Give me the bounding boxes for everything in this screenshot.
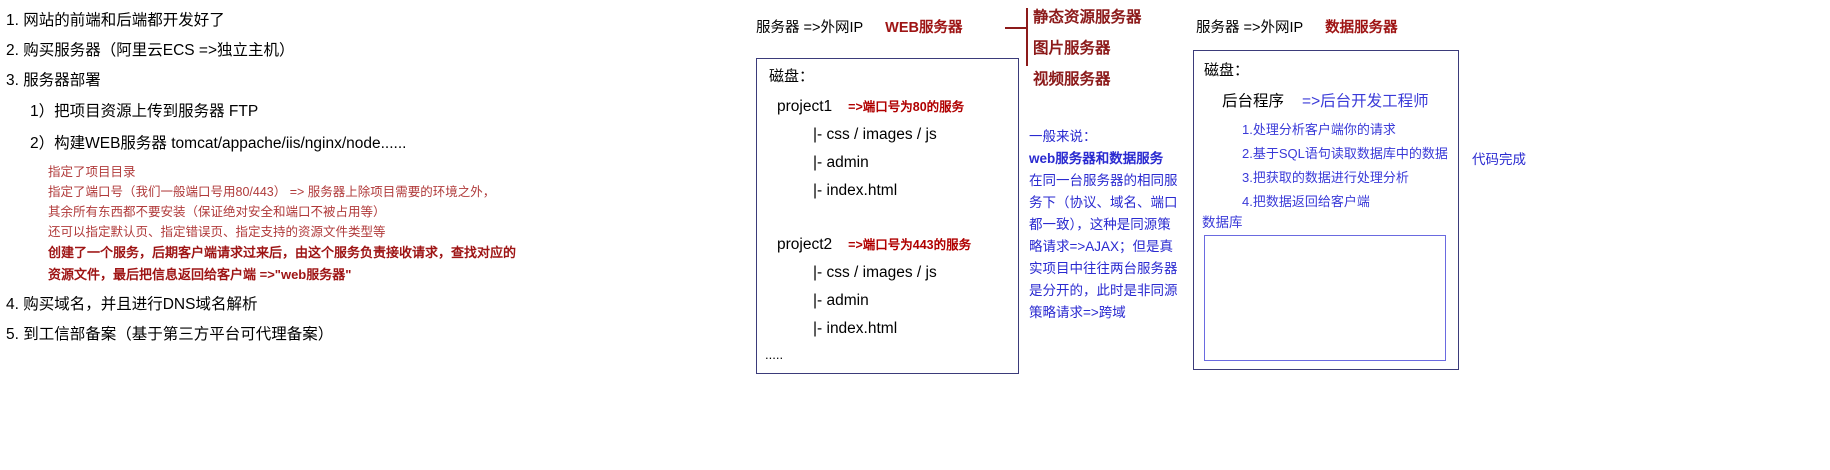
resource-server-item: 图片服务器 <box>1033 40 1111 57</box>
left-outline-panel: 1. 网站的前端和后端都开发好了 2. 购买服务器（阿里云ECS =>独立主机）… <box>6 6 646 350</box>
backend-step: 2.基于SQL语句读取数据库中的数据 <box>1242 146 1448 161</box>
red-note-bold: 创建了一个服务，后期客户端请求过来后，由这个服务负责接收请求，查找对应的 <box>48 245 517 260</box>
project-name: project2 <box>777 236 833 253</box>
outline-item: 1. 网站的前端和后端都开发好了 <box>6 12 225 29</box>
blue-explanation-note: 一般来说： web服务器和数据服务 在同一台服务器的相同服 务下（协议、域名、端… <box>1029 126 1178 324</box>
web-server-tag: WEB服务器 <box>885 20 963 36</box>
red-note: 还可以指定默认页、指定错误页、指定支持的资源文件类型等 <box>48 225 386 239</box>
project-child: |- index.html <box>813 182 898 199</box>
resource-server-item: 视频服务器 <box>1033 71 1111 88</box>
project-child: |- css / images / js <box>813 126 937 143</box>
web-server-disk-box: 磁盘： project1 =>端口号为80的服务 |- css / images … <box>756 58 1019 374</box>
web-server-header: 服务器 =>外网IP WEB服务器 <box>756 16 963 37</box>
project-child: |- css / images / js <box>813 264 937 281</box>
data-server-disk-box: 磁盘： 后台程序 =>后台开发工程师 1.处理分析客户端你的请求 2.基于SQL语… <box>1193 50 1459 370</box>
red-note: 其余所有东西都不要安装（保证绝对安全和端口不被占用等） <box>48 205 386 219</box>
outline-item: 4. 购买域名，并且进行DNS域名解析 <box>6 296 258 313</box>
disk-label: 磁盘： <box>769 68 815 85</box>
blue-note-line: web服务器和数据服务 <box>1029 151 1164 166</box>
data-server-tag: 数据服务器 <box>1325 20 1398 36</box>
resource-server-list: 静态资源服务器 图片服务器 视频服务器 <box>1033 2 1142 95</box>
blue-note-line: 都一致），这种是同源策 <box>1029 217 1171 232</box>
web-server-header-label: 服务器 =>外网IP <box>756 20 864 36</box>
data-server-header: 服务器 =>外网IP 数据服务器 <box>1196 16 1398 37</box>
blue-note-line: 是分开的，此时是非同源 <box>1029 283 1178 298</box>
backend-program-role: =>后台开发工程师 <box>1302 93 1429 110</box>
red-note-bold: 资源文件，最后把信息返回给客户端 =>"web服务器" <box>48 267 352 282</box>
database-label: 数据库 <box>1202 215 1243 230</box>
red-note: 指定了端口号（我们一般端口号用80/443） => 服务器上除项目需要的环境之外… <box>48 185 496 199</box>
resource-server-item: 静态资源服务器 <box>1033 9 1142 26</box>
backend-step: 3.把获取的数据进行处理分析 <box>1242 170 1409 185</box>
project-note: =>端口号为443的服务 <box>848 238 972 252</box>
database-box <box>1204 235 1446 361</box>
blue-note-line: 实项目中往往两台服务器 <box>1029 261 1178 276</box>
code-done-label: 代码完成 <box>1472 152 1526 167</box>
outline-sub-item: 2）构建WEB服务器 tomcat/appache/iis/nginx/node… <box>30 135 407 152</box>
backend-program-label: 后台程序 <box>1222 93 1285 110</box>
backend-program-entry: 后台程序 =>后台开发工程师 <box>1222 91 1429 113</box>
project-child: |- admin <box>813 154 869 171</box>
outline-item: 5. 到工信部备案（基于第三方平台可代理备案） <box>6 326 334 343</box>
outline-item: 2. 购买服务器（阿里云ECS =>独立主机） <box>6 42 295 59</box>
blue-note-line: 在同一台服务器的相同服 <box>1029 173 1178 188</box>
blue-note-line: 务下（协议、域名、端口 <box>1029 195 1178 210</box>
project-entry: project2 =>端口号为443的服务 <box>777 235 971 255</box>
outline-sub-item: 1）把项目资源上传到服务器 FTP <box>30 103 259 120</box>
backend-step: 4.把数据返回给客户端 <box>1242 194 1370 209</box>
outline-item: 3. 服务器部署 <box>6 72 101 89</box>
connector-line-vertical <box>1026 8 1028 66</box>
blue-note-line: 策略请求=>跨域 <box>1029 305 1126 320</box>
project-name: project1 <box>777 98 833 115</box>
data-server-header-label: 服务器 =>外网IP <box>1196 20 1304 36</box>
project-entry: project1 =>端口号为80的服务 <box>777 97 964 117</box>
project-child: |- index.html <box>813 320 898 337</box>
ellipsis-label: ..... <box>765 347 784 362</box>
red-annotation-block: 指定了项目目录 指定了端口号（我们一般端口号用80/443） => 服务器上除项… <box>6 162 646 286</box>
disk-label: 磁盘： <box>1204 62 1250 79</box>
backend-step: 1.处理分析客户端你的请求 <box>1242 122 1396 137</box>
project-note: =>端口号为80的服务 <box>848 100 965 114</box>
blue-note-title: 一般来说： <box>1029 129 1097 144</box>
blue-note-line: 略请求=>AJAX；但是真 <box>1029 239 1174 254</box>
red-note: 指定了项目目录 <box>48 165 136 179</box>
connector-line-horizontal <box>1005 27 1027 29</box>
project-child: |- admin <box>813 292 869 309</box>
